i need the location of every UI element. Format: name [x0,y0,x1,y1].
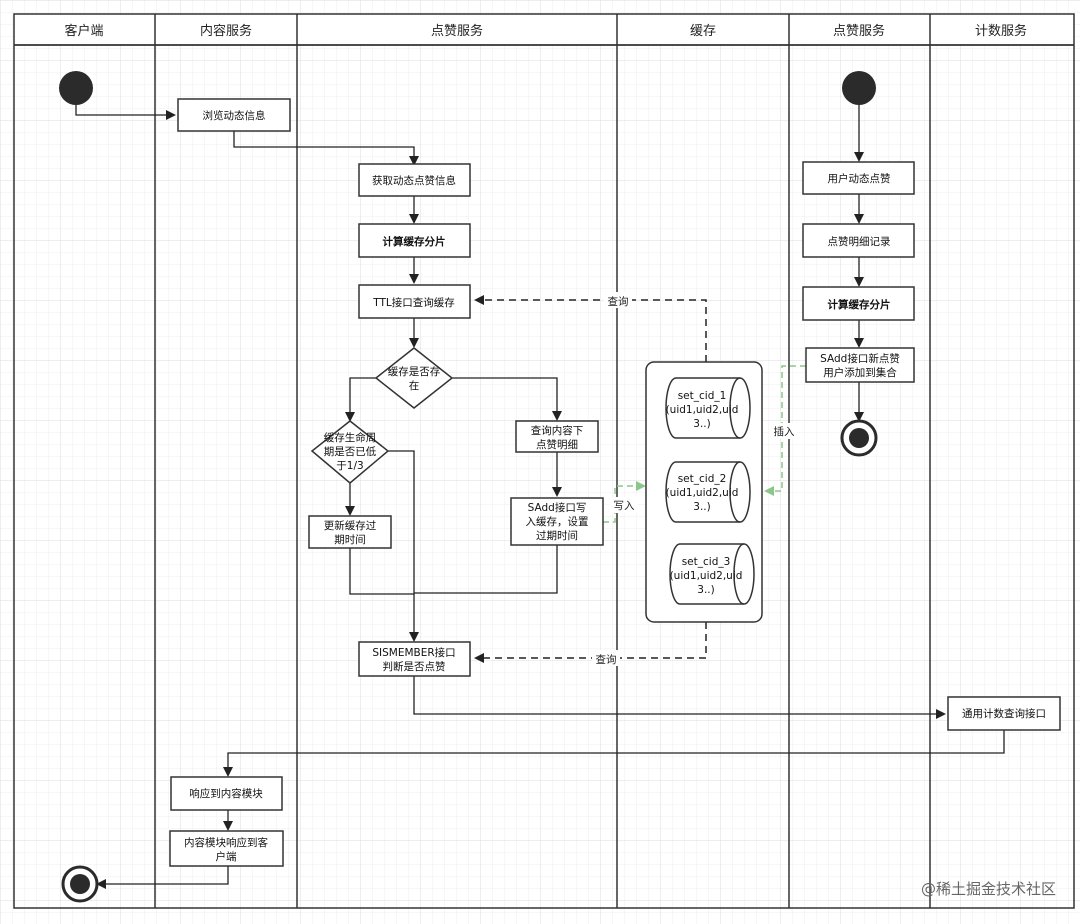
node-ttl-query [358,284,471,319]
node-browse-label: 浏览动态信息 [203,109,266,122]
cache-set-2-line-1: set_cid_2 [678,473,727,485]
connectors [75,104,1005,889]
cache-set-1-line-2: (uid1,uid2,uid [666,404,739,416]
edge-label-query-top: 查询 [608,295,629,308]
decision-cache-life-line-3: 于1/3 [336,460,363,472]
lane-title-count-service: 计数服务 [975,23,1027,39]
node-ttl-query-label: TTL接口查询缓存 [372,296,455,309]
cylinder-set-cid-2-icon [665,461,751,523]
edge-label-query-bottom: 查询 [596,653,617,666]
node-respond-content [170,776,283,811]
node-sismember [358,641,471,677]
cache-set-2-line-2: (uid1,uid2,uid [666,487,739,499]
node-query-content [515,420,599,453]
dashed-connectors [474,295,707,663]
node-sadd-add [805,347,915,383]
cache-set-2-line-3: 3..) [693,501,710,513]
node-browse [177,98,291,132]
lane-title-cache: 缓存 [690,24,716,39]
node-count-query-label: 通用计数查询接口 [962,707,1046,720]
node-calc-shard-2 [802,286,915,321]
cylinder-set-cid-3-icon [669,543,755,605]
node-calc-shard-1-label: 计算缓存分片 [383,235,446,248]
node-get-like-info [358,163,471,197]
decision-cache-exists-line-2: 在 [409,380,420,392]
lane-title-client: 客户端 [64,23,103,39]
node-respond-client-line-1: 内容模块响应到客 [184,836,268,849]
cache-set-3-line-3: 3..) [697,584,714,596]
node-respond-content-label: 响应到内容模块 [189,787,263,800]
start-node-icon [59,71,93,105]
decision-cache-life [310,420,390,484]
cylinder-set-cid-1-icon [665,377,751,439]
node-sadd-write-line-3: 过期时间 [536,529,578,542]
node-like-record [802,223,915,258]
decision-cache-life-line-1: 缓存生命周 [324,431,377,444]
cache-set-1-line-1: set_cid_1 [678,390,727,402]
node-query-content-line-1: 查询内容下 [531,424,584,437]
node-sismember-line-2: 判断是否点赞 [383,660,446,673]
node-respond-client-line-2: 户端 [216,850,237,863]
node-get-like-info-label: 获取动态点赞信息 [372,174,456,187]
lane-title-content-service: 内容服务 [200,23,252,39]
node-count-query [947,696,1061,731]
lane-header-bg [15,15,1073,44]
node-calc-shard-2-label: 计算缓存分片 [828,298,891,311]
node-update-expire-line-1: 更新缓存过 [324,519,377,532]
node-respond-client [169,830,284,867]
node-sadd-add-line-2: 用户添加到集合 [823,366,897,379]
node-sismember-line-1: SISMEMBER接口 [372,646,455,659]
cache-set-1-line-3: 3..) [693,418,710,430]
node-query-content-line-2: 点赞明细 [536,438,578,451]
node-sadd-write [510,497,604,546]
cache-set-3-line-2: (uid1,uid2,uid [670,570,743,582]
node-sadd-add-line-1: SAdd接口新点赞 [820,352,900,365]
node-sadd-write-line-1: SAdd接口写 [528,501,587,514]
node-sadd-write-line-2: 入缓存，设置 [526,515,589,528]
cache-cylinders [665,377,755,605]
edge-label-insert: 插入 [774,425,795,438]
decision-cache-exists-line-1: 缓存是否存 [388,365,441,378]
decision-cache-life-line-2: 期是否已低 [324,445,377,458]
watermark: @稀土掘金技术社区 [921,880,1056,898]
edge-label-write: 写入 [614,500,635,512]
lane-title-like-service-2: 点赞服务 [833,23,885,39]
node-user-like [802,161,915,195]
decision-cache-exists [374,347,454,409]
node-calc-shard-1 [358,223,471,258]
node-user-like-label: 用户动态点赞 [828,172,891,185]
node-update-expire-line-2: 期时间 [334,533,366,546]
end-node-icon [61,865,99,903]
lane-title-like-service: 点赞服务 [431,23,483,39]
start-node-2-icon [842,71,876,105]
cache-set-3-line-1: set_cid_3 [682,556,731,568]
node-like-record-label: 点赞明细记录 [828,235,891,248]
end-node-2-icon [840,419,878,457]
node-update-expire [308,515,392,549]
